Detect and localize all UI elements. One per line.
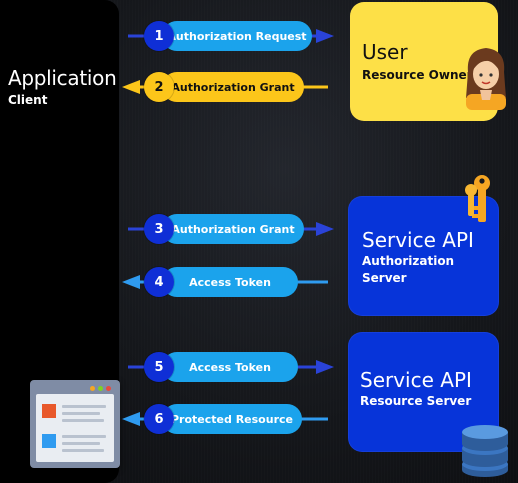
text-line	[62, 412, 100, 415]
text-line	[62, 435, 106, 438]
step-badge-5: 5	[144, 352, 174, 382]
window-dot-green	[98, 386, 103, 391]
window-dot-orange	[90, 386, 95, 391]
key-icon	[465, 175, 490, 222]
text-line	[62, 419, 104, 422]
flow-label-authorization-request: Authorization Request	[162, 21, 312, 51]
browser-window-icon	[30, 380, 120, 468]
flow-label-access-token: Access Token	[162, 352, 298, 382]
auth-server-title: Service API	[362, 228, 474, 252]
step-badge-6: 6	[144, 404, 174, 434]
resource-server-subtitle: Resource Server	[360, 394, 472, 408]
flow-label-access-token: Access Token	[162, 267, 298, 297]
flow-row-3: Authorization Grant 3	[120, 212, 340, 246]
flow-row-5: Access Token 5	[120, 350, 340, 384]
step-badge-3: 3	[144, 214, 174, 244]
text-line	[62, 442, 100, 445]
flow-label-authorization-grant: Authorization Grant	[162, 72, 304, 102]
text-line	[62, 449, 104, 452]
step-badge-4: 4	[144, 267, 174, 297]
browser-page	[36, 394, 114, 462]
auth-server-subtitle-line1: Authorization	[362, 254, 455, 268]
content-block-orange	[42, 404, 56, 418]
text-line	[62, 405, 106, 408]
auth-server-subtitle-line2: Server	[362, 271, 407, 285]
user-title: User	[362, 40, 408, 64]
database-icon	[462, 425, 508, 477]
resource-server-title: Service API	[360, 368, 472, 392]
flow-row-2: Authorization Grant 2	[120, 70, 340, 104]
flow-row-4: Access Token 4	[120, 265, 340, 299]
user-subtitle: Resource Owner	[362, 68, 473, 82]
step-badge-1: 1	[144, 21, 174, 51]
step-badge-2: 2	[144, 72, 174, 102]
content-block-blue	[42, 434, 56, 448]
person-avatar-icon	[466, 48, 506, 110]
flow-label-protected-resource: Protected Resource	[162, 404, 302, 434]
flow-row-6: Protected Resource 6	[120, 402, 340, 436]
application-subtitle: Client	[8, 93, 48, 107]
window-dot-red	[106, 386, 111, 391]
application-title: Application	[8, 66, 117, 90]
flow-row-1: Authorization Request 1	[120, 19, 340, 53]
flow-label-authorization-grant: Authorization Grant	[162, 214, 304, 244]
